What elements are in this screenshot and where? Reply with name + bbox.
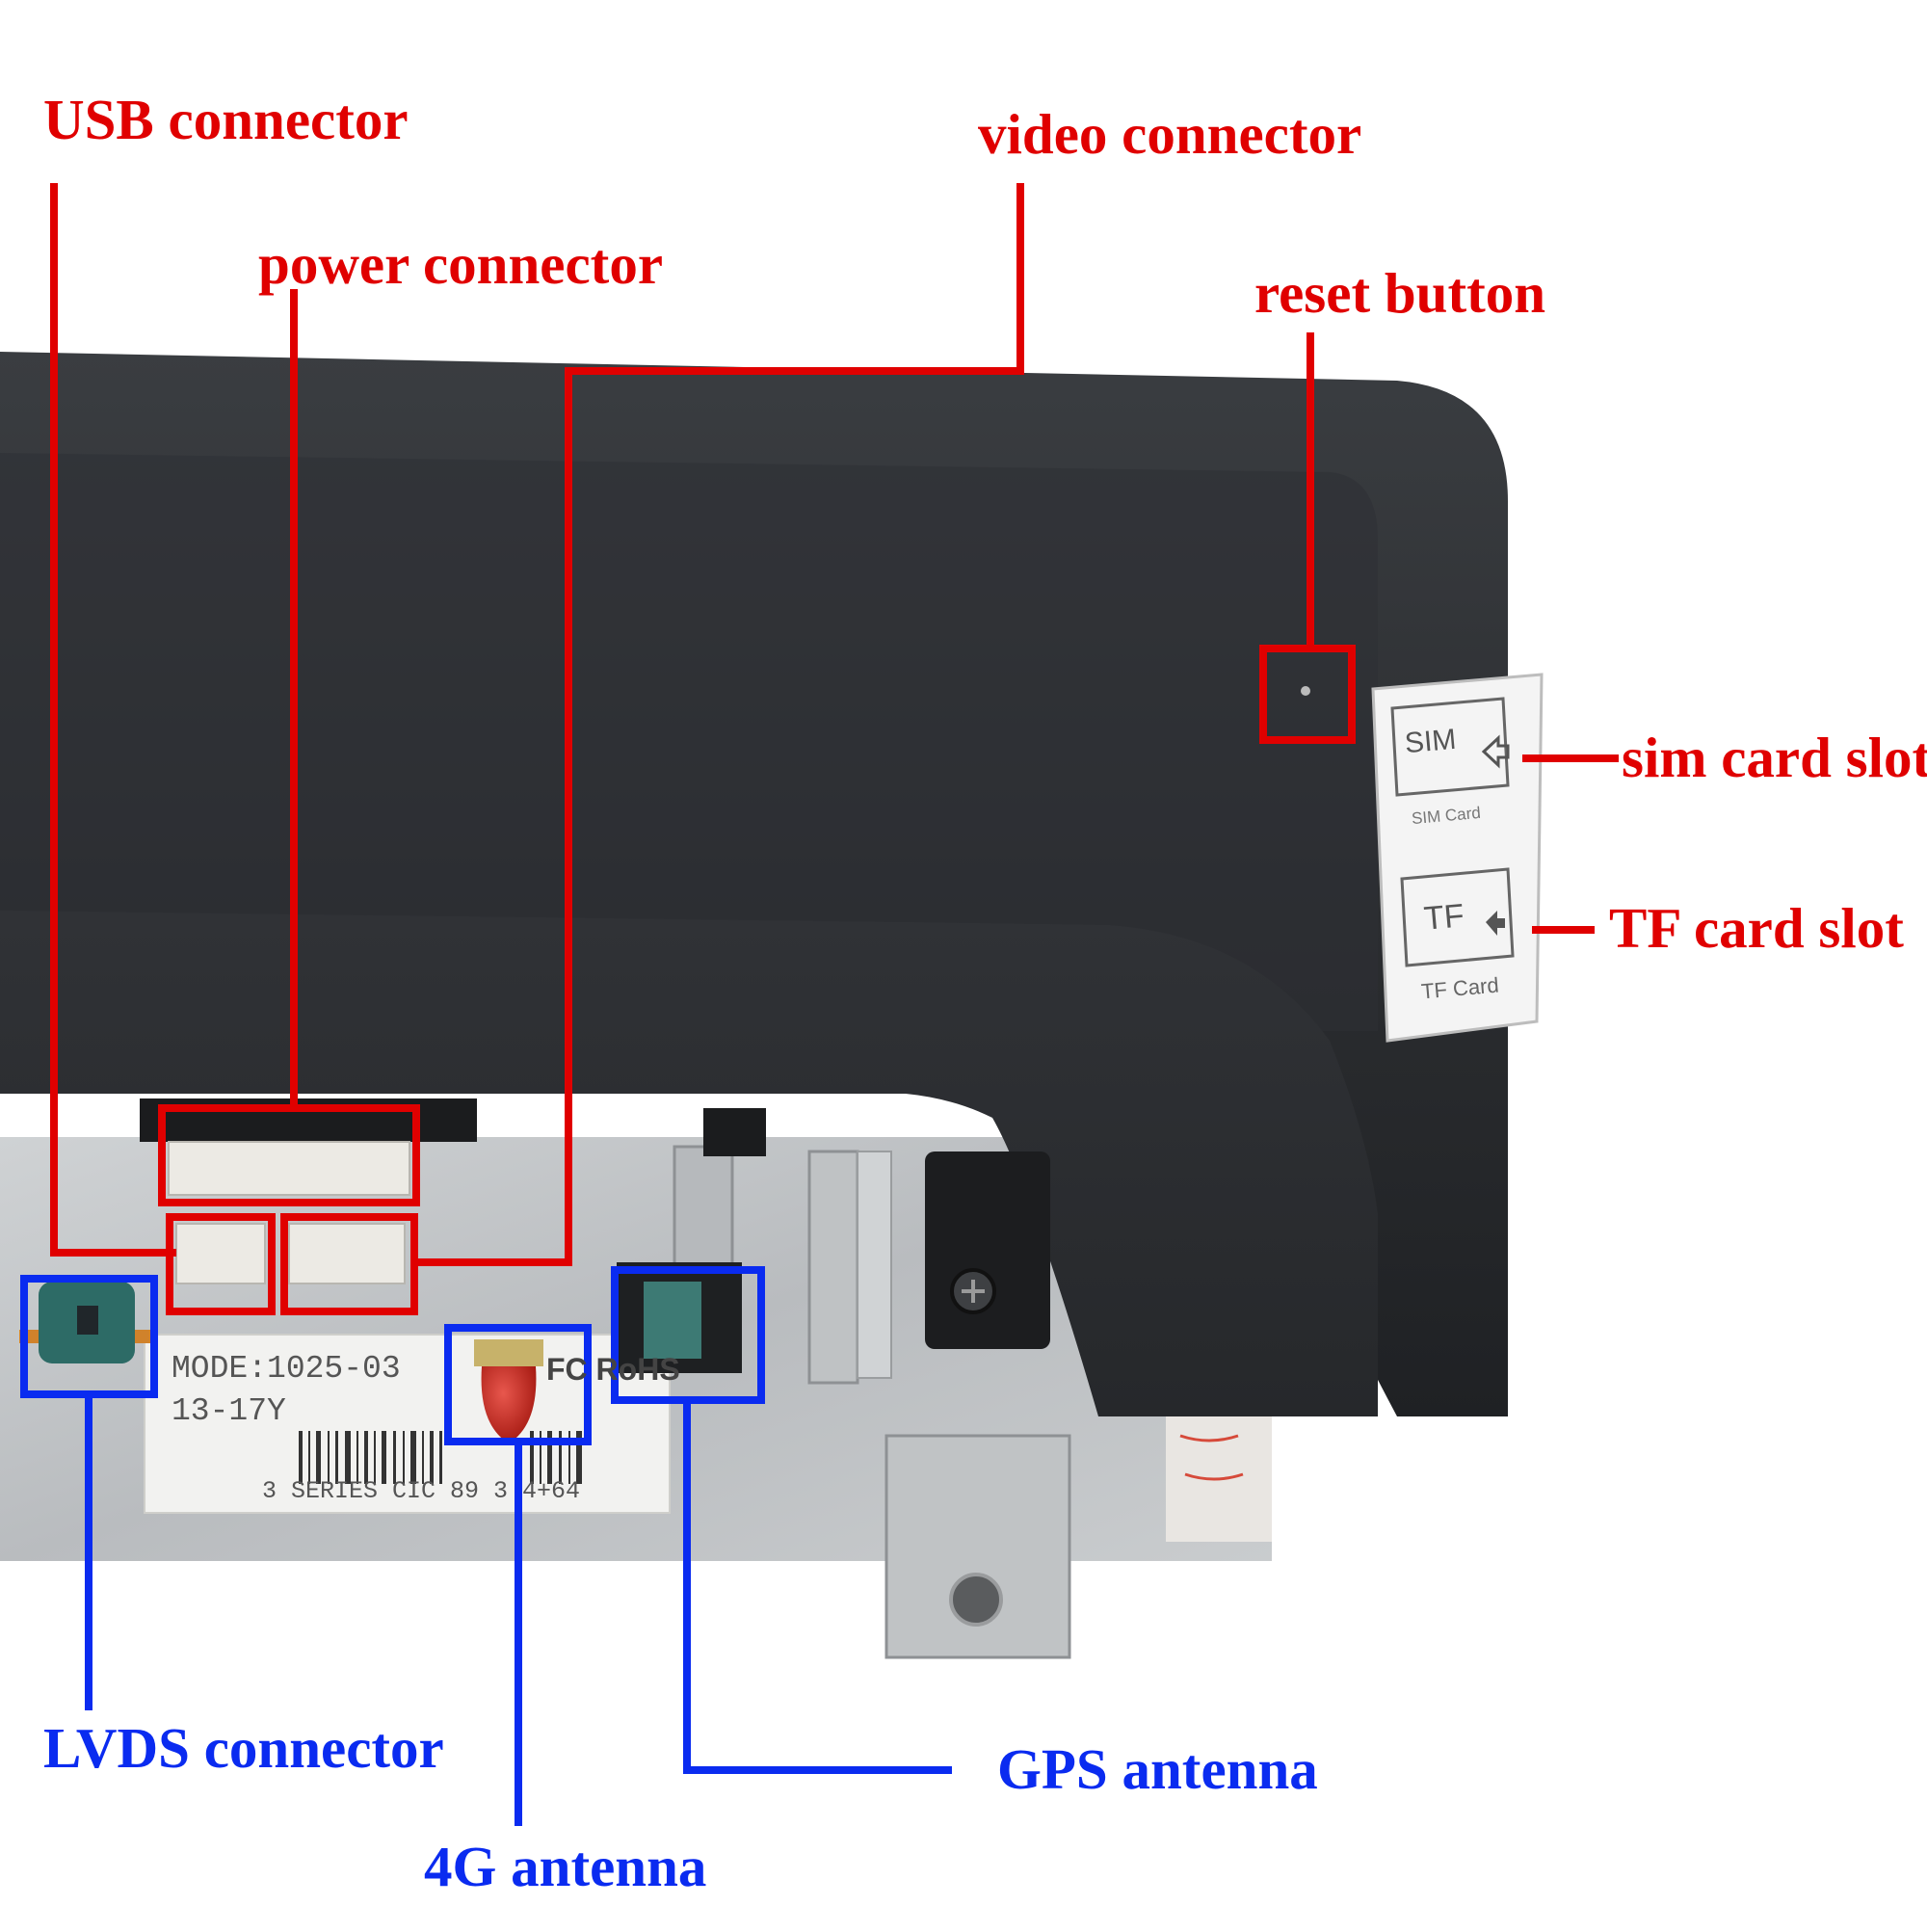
lvds-connector-label: LVDS connector [43,1716,444,1780]
barcode-icon [299,1431,582,1484]
video-connector-plug [288,1223,406,1284]
tf-arrow-icon [1486,911,1505,936]
tf-card-slot-label: TF card slot [1609,896,1904,960]
reset-button-label: reset button [1254,261,1546,325]
video-connector-box [280,1213,418,1315]
gps-antenna-label: GPS antenna [997,1737,1318,1801]
sim-card-slot-label: sim card slot [1622,726,1927,789]
4g-antenna-connector [474,1339,543,1443]
tf-slot-label: TF [1422,897,1466,938]
certification-mark: FC RoHS [546,1352,680,1387]
video-connector-label: video connector [978,102,1362,166]
model-number-text: MODE:1025-03 [172,1351,401,1387]
power-connector-box [158,1104,420,1206]
power-connector-plug [168,1141,410,1196]
usb-connector-box [166,1213,276,1315]
gps-leader-line [683,1400,952,1774]
screw-icon [950,1268,996,1314]
usb-connector-plug [175,1223,266,1284]
lvds-connector-plug [19,1282,154,1363]
red-callouts [50,183,1619,1315]
model-sticker [144,1334,671,1514]
series-text: 3 SERIES CIC 89 3 4+64 [262,1477,581,1505]
sim-slot-label: SIM [1403,723,1458,760]
sim-arrow-icon [1481,734,1510,769]
gps-antenna-connector [617,1262,742,1373]
blue-callouts [20,1266,952,1826]
usb-connector-label: USB connector [43,88,409,151]
reset-button-box [1259,645,1356,744]
usb-leader-line [50,183,176,1257]
video-leader-line [414,183,1024,1266]
power-connector-label: power connector [258,232,664,296]
card-slot-panel [1371,673,1544,1043]
reset-button [1301,686,1310,696]
model-year-text: 13-17Y [172,1393,286,1429]
4g-antenna-label: 4G antenna [424,1835,707,1898]
